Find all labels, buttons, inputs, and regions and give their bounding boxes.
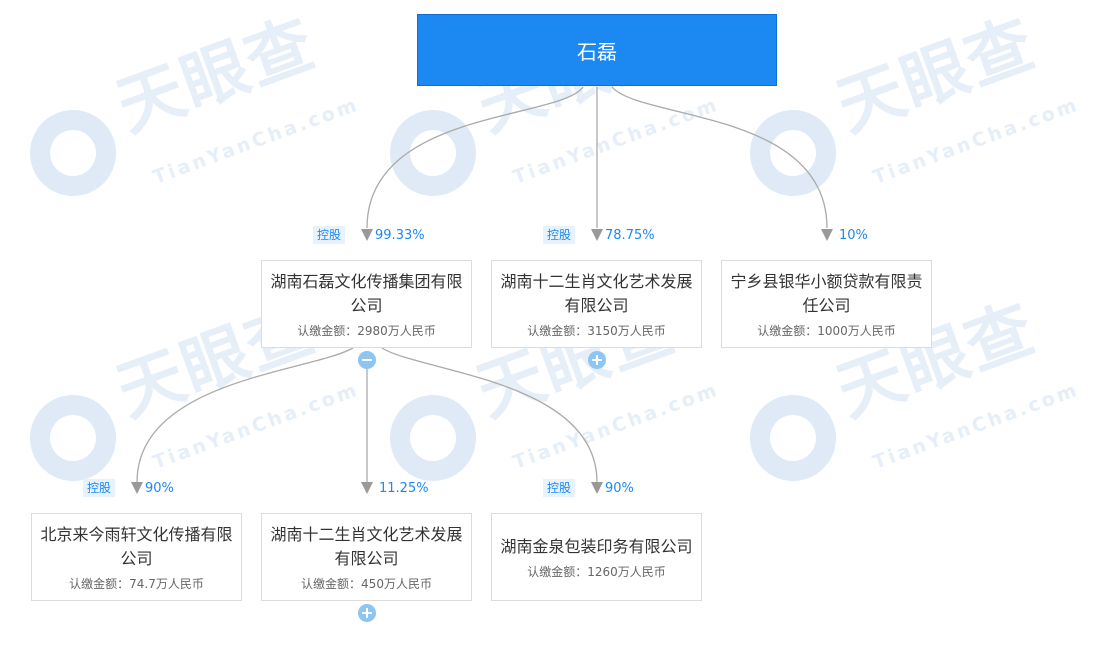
company-node[interactable]: 湖南石磊文化传播集团有限公司 认缴金额：2980万人民币 <box>261 260 472 348</box>
triangle-down-icon <box>361 229 373 241</box>
connector-node1-to-child1 <box>136 347 354 483</box>
subscribed-amount: 认缴金额：2980万人民币 <box>297 323 436 338</box>
triangle-down-icon <box>591 482 603 494</box>
minus-circle-icon[interactable] <box>358 351 376 369</box>
subscribed-amount: 认缴金额：3150万人民币 <box>527 323 666 338</box>
triangle-down-icon <box>591 229 603 241</box>
company-node[interactable]: 宁乡县银华小额贷款有限责任公司 认缴金额：1000万人民币 <box>721 260 932 348</box>
holding-tag: 控股 <box>83 479 116 497</box>
ownership-percent: 78.75% <box>605 227 655 243</box>
ownership-percent: 90% <box>605 480 634 496</box>
triangle-down-icon <box>821 229 833 241</box>
connector-root-to-node1 <box>366 86 584 229</box>
edge-label: 控股 90% <box>83 479 174 497</box>
holding-tag: 控股 <box>313 226 346 244</box>
company-name: 北京来今雨轩文化传播有限公司 <box>40 524 233 568</box>
connector-root-to-node3 <box>611 86 828 229</box>
subscribed-amount: 认缴金额：74.7万人民币 <box>69 576 204 591</box>
company-name: 湖南十二生肖文化艺术发展有限公司 <box>270 524 463 568</box>
ownership-percent: 10% <box>839 227 868 243</box>
subscribed-amount: 认缴金额：1260万人民币 <box>527 564 666 579</box>
ownership-percent: 11.25% <box>379 480 429 496</box>
company-name: 湖南金泉包装印务有限公司 <box>500 536 693 556</box>
ownership-percent: 99.33% <box>375 227 425 243</box>
root-node-name: 石磊 <box>577 39 617 64</box>
company-name: 宁乡县银华小额贷款有限责任公司 <box>730 271 923 315</box>
edge-label: 控股 78.75% <box>543 226 655 244</box>
connector-node1-to-child3 <box>381 347 598 483</box>
plus-circle-icon[interactable] <box>588 351 606 369</box>
edge-label: 控股 90% <box>543 479 634 497</box>
company-name: 湖南石磊文化传播集团有限公司 <box>270 271 463 315</box>
subscribed-amount: 认缴金额：450万人民币 <box>301 576 432 591</box>
holding-tag: 控股 <box>543 226 576 244</box>
ownership-percent: 90% <box>145 480 174 496</box>
subscribed-amount: 认缴金额：1000万人民币 <box>757 323 896 338</box>
root-node[interactable]: 石磊 <box>417 14 777 86</box>
company-node[interactable]: 北京来今雨轩文化传播有限公司 认缴金额：74.7万人民币 <box>31 513 242 601</box>
edge-label: 10% <box>839 226 868 244</box>
company-name: 湖南十二生肖文化艺术发展有限公司 <box>500 271 693 315</box>
edge-label: 控股 99.33% <box>313 226 425 244</box>
triangle-down-icon <box>361 482 373 494</box>
triangle-down-icon <box>131 482 143 494</box>
company-node[interactable]: 湖南金泉包装印务有限公司 认缴金额：1260万人民币 <box>491 513 702 601</box>
company-node[interactable]: 湖南十二生肖文化艺术发展有限公司 认缴金额：450万人民币 <box>261 513 472 601</box>
company-node[interactable]: 湖南十二生肖文化艺术发展有限公司 认缴金额：3150万人民币 <box>491 260 702 348</box>
edge-label: 11.25% <box>379 479 429 497</box>
holding-tag: 控股 <box>543 479 576 497</box>
plus-circle-icon[interactable] <box>358 604 376 622</box>
